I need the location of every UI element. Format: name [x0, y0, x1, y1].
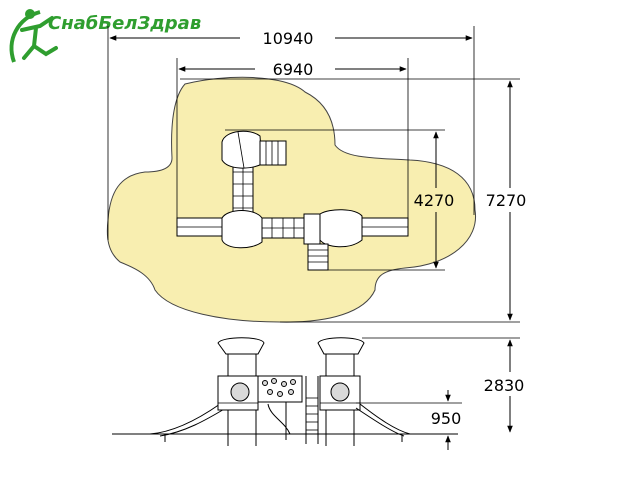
side-slide-right: [359, 403, 411, 435]
side-tower-right: [317, 337, 365, 446]
plan-tower-left: [221, 210, 263, 249]
dimension-side-total: 2830: [362, 337, 525, 433]
plan-tower-top: [221, 130, 263, 169]
side-bridge-panel: [257, 375, 303, 440]
safety-zone: [106, 76, 477, 323]
porthole-left: [230, 382, 250, 402]
side-elevation: [112, 337, 458, 446]
plan-stairs-top: [259, 140, 287, 166]
side-tower-left: [217, 337, 265, 446]
brand-name: СнабБелЗдрав: [48, 13, 201, 34]
side-slide-left: [149, 403, 221, 435]
dim-top-total-label: 10940: [263, 29, 314, 48]
plan-equipment: [176, 130, 409, 271]
porthole-right: [330, 382, 350, 402]
plan-ladder: [307, 243, 329, 271]
side-ladder: [305, 376, 319, 444]
leaping-figure-icon: [9, 9, 58, 63]
dimension-top-total: 10940: [107, 26, 475, 240]
plan-tower-right: [319, 209, 363, 248]
dim-right-total-label: 7270: [486, 191, 527, 210]
side-roof-left: [217, 337, 265, 355]
dimension-right-total: 7270: [180, 78, 527, 323]
plan-connector: [303, 213, 321, 245]
dim-side-total-label: 2830: [484, 376, 525, 395]
dimension-top-inner: 6940: [176, 58, 409, 218]
dim-side-platform-label: 950: [431, 409, 462, 428]
dimension-right-inner: 4270: [225, 129, 455, 271]
brand-logo: СнабБелЗдрав: [9, 9, 201, 63]
dimension-side-platform: 950: [356, 390, 462, 450]
dim-top-inner-label: 6940: [273, 60, 314, 79]
dim-right-inner-label: 4270: [414, 191, 455, 210]
side-roof-right: [317, 337, 365, 355]
